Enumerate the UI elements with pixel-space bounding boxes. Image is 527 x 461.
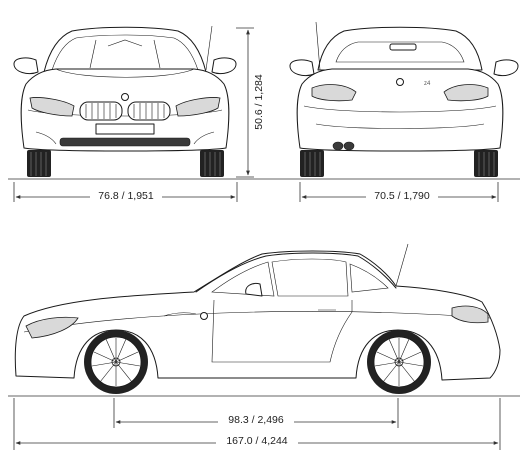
side-front-wheel	[84, 330, 148, 394]
rear-view: z4	[289, 21, 519, 177]
rear-left-taillight	[311, 84, 357, 102]
front-roof	[43, 26, 207, 73]
height-label: 50.6 / 1,284	[253, 74, 265, 130]
rear-brake-light	[389, 43, 417, 51]
exhaust-pipe-right	[343, 141, 355, 151]
rear-left-mirror	[289, 59, 315, 77]
svg-text:z4: z4	[424, 81, 431, 87]
front-right-tyre	[200, 150, 224, 177]
rear-antenna	[315, 21, 321, 71]
front-left-mirror	[13, 57, 39, 75]
side-antenna	[395, 243, 409, 287]
rear-window	[335, 41, 465, 63]
front-right-mirror	[211, 57, 237, 75]
length-dimension: 167.0 / 4,244	[13, 398, 501, 450]
side-badge	[200, 312, 208, 320]
rear-width-dimension: 70.5 / 1,790	[299, 182, 499, 202]
front-kidney-grille-left	[79, 101, 123, 121]
front-left-tyre	[27, 150, 51, 177]
front-kidney-grille-right	[127, 101, 171, 121]
rear-right-mirror	[493, 59, 519, 77]
front-view	[13, 25, 237, 177]
side-window-front	[211, 261, 275, 297]
rear-left-tyre	[300, 150, 324, 177]
side-rear-wheel	[367, 330, 431, 394]
side-headlight	[25, 316, 79, 339]
side-mirror	[245, 283, 263, 297]
length-label: 167.0 / 4,244	[226, 435, 287, 447]
side-taillight	[451, 305, 489, 324]
front-lower-intake	[59, 137, 191, 147]
side-window-main	[271, 258, 349, 297]
front-width-label: 76.8 / 1,951	[98, 190, 154, 202]
side-view	[14, 243, 501, 394]
front-width-dimension: 76.8 / 1,951	[13, 182, 238, 202]
wheelbase-label: 98.3 / 2,496	[228, 414, 284, 426]
wheelbase-dimension: 98.3 / 2,496	[113, 398, 399, 428]
front-antenna	[205, 25, 213, 71]
rear-right-taillight	[443, 84, 489, 102]
rear-width-label: 70.5 / 1,790	[374, 190, 430, 202]
front-windshield	[51, 34, 199, 71]
rear-right-tyre	[474, 150, 498, 177]
exhaust-pipe-left	[332, 141, 344, 151]
side-window-rear	[349, 263, 389, 293]
front-logo	[121, 93, 129, 101]
front-right-headlight	[175, 97, 221, 117]
height-dimension: 50.6 / 1,284	[236, 27, 265, 178]
front-license-plate	[95, 123, 155, 135]
front-left-headlight	[29, 97, 75, 117]
rear-logo	[396, 78, 404, 86]
front-body	[20, 68, 230, 152]
